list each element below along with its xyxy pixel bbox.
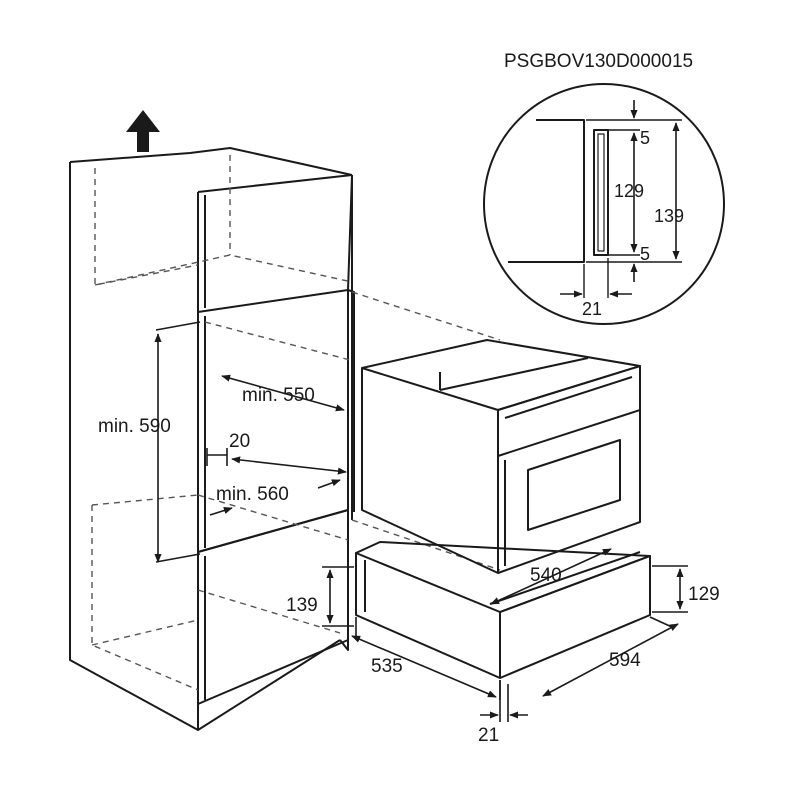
- detail-view: 5 129 139 5 21: [483, 83, 725, 325]
- label-540: 540: [530, 565, 562, 586]
- detail-label-5-bottom: 5: [640, 244, 650, 264]
- label-535: 535: [371, 656, 403, 677]
- dim-139-left: [322, 566, 354, 627]
- tall-cabinet: [69, 147, 355, 731]
- detail-label-5-top: 5: [640, 128, 650, 148]
- up-arrow-icon: [126, 110, 160, 152]
- dim-129-right: [652, 565, 688, 613]
- label-594: 594: [609, 650, 641, 671]
- detail-label-129: 129: [614, 181, 644, 201]
- diagram-code: PSGBOV130D000015: [504, 51, 693, 72]
- dim-min-590: [154, 321, 201, 563]
- label-min-560: min. 560: [216, 484, 289, 505]
- label-129-right: 129: [688, 584, 720, 605]
- dim-594: [542, 616, 679, 697]
- label-min-590: min. 590: [98, 416, 171, 437]
- dim-20: [206, 448, 228, 466]
- dim-min-560: [209, 456, 347, 516]
- label-20: 20: [229, 431, 250, 452]
- dim-21-bottom: [480, 680, 528, 722]
- detail-label-139: 139: [654, 206, 684, 226]
- label-min-550: min. 550: [242, 385, 315, 406]
- detail-label-21: 21: [582, 299, 602, 319]
- oven: [361, 339, 641, 574]
- dim-min-550: [221, 374, 345, 412]
- dim-540: [490, 548, 612, 605]
- label-139-left: 139: [286, 595, 318, 616]
- label-21-bottom: 21: [478, 725, 499, 746]
- hidden-edges: [91, 155, 501, 691]
